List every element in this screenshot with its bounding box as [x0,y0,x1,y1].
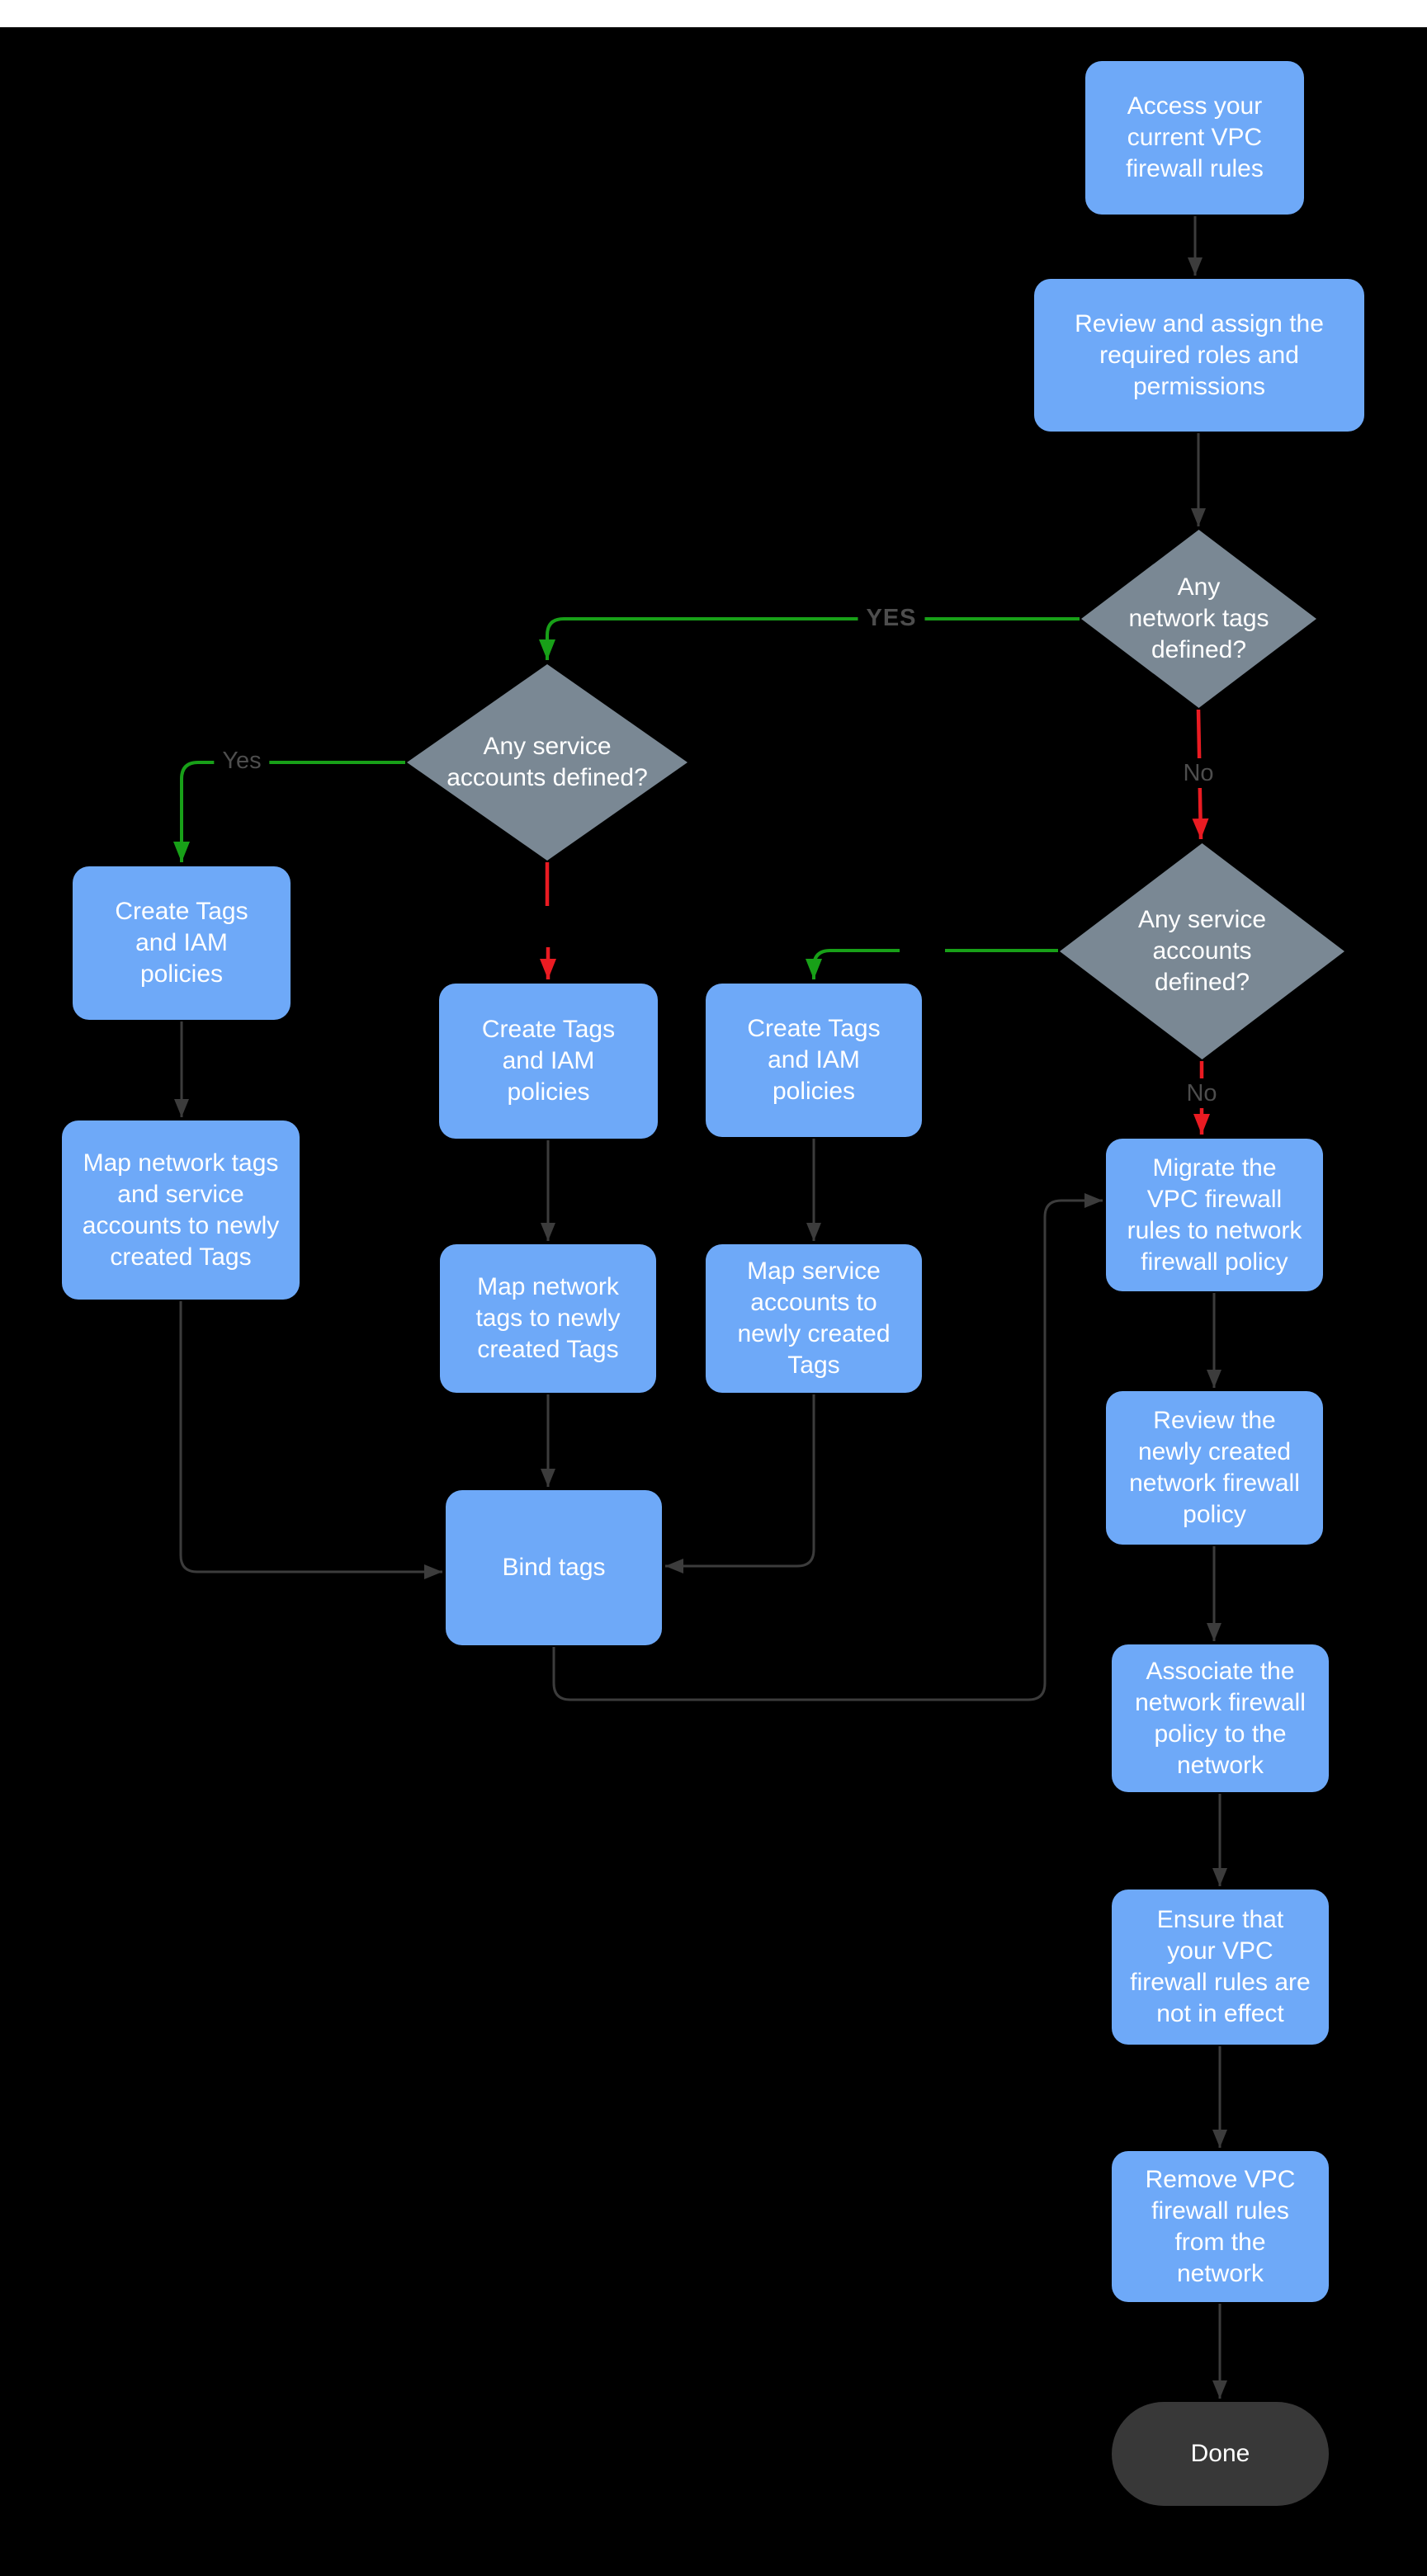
node-create-tags-iam-left: Create Tags and IAM policies [73,866,291,1020]
edge-label-no-lower: No [1178,1078,1226,1108]
edge-label-yes-left: Yes [214,746,270,776]
edge-bind-to-migrate [552,1193,1103,1701]
node-ensure-rules-not-in-effect: Ensure that your VPC firewall rules are … [1112,1890,1329,2045]
edge-green-right-decision-to-create-right [806,949,900,979]
edge-map-service-to-bind [665,1394,815,1573]
node-create-tags-iam-mid: Create Tags and IAM policies [439,984,658,1139]
node-remove-vpc-rules: Remove VPC firewall rules from the netwo… [1112,2151,1329,2302]
node-associate-policy: Associate the network firewall policy to… [1112,1644,1329,1792]
edge-label-yes-upper: YES [858,603,925,633]
node-map-network-tags-and-service-accounts: Map network tags and service accounts to… [62,1121,300,1300]
node-migrate-vpc-rules: Migrate the VPC firewall rules to networ… [1106,1139,1323,1291]
node-map-network-tags: Map network tags to newly created Tags [440,1244,656,1393]
node-map-service-accounts: Map service accounts to newly created Ta… [706,1244,922,1393]
node-access-vpc-firewall-rules: Access your current VPC firewall rules [1085,61,1304,215]
top-white-bar [0,0,1427,27]
edge-label-no-upper: No [1174,758,1222,788]
edge-yes-network-tags-to-left-decision [539,617,1080,660]
node-create-tags-iam-right: Create Tags and IAM policies [706,984,922,1137]
edge-map-both-to-bind [179,1301,442,1579]
node-review-roles-permissions: Review and assign the required roles and… [1034,279,1364,432]
node-done-terminator: Done [1112,2402,1329,2506]
node-review-firewall-policy: Review the newly created network firewal… [1106,1391,1323,1545]
node-bind-tags: Bind tags [446,1490,662,1645]
edge-yes-left-decision-to-create-left [173,761,405,862]
